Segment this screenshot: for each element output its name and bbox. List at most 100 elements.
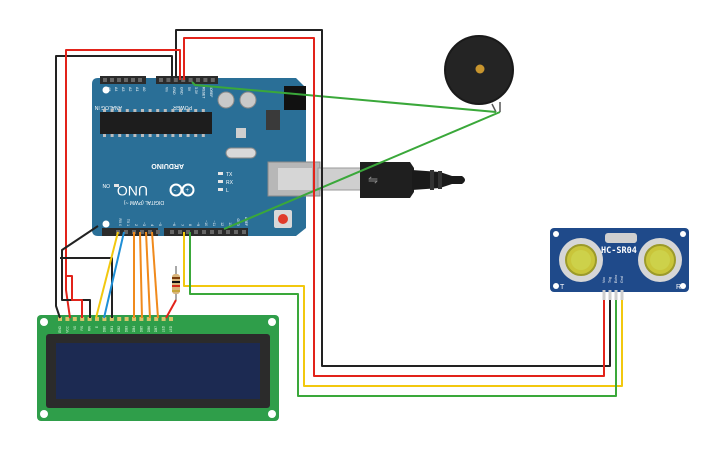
lcd-pin[interactable] <box>109 317 114 321</box>
digital-pin[interactable] <box>218 230 222 234</box>
power-pin-label: 3.3V <box>194 87 198 95</box>
digital-pin[interactable] <box>178 230 182 234</box>
piezo-buzzer[interactable] <box>444 35 514 113</box>
digital-pin-label: RX 0 <box>118 218 122 226</box>
lcd-pin-label: LED <box>162 325 166 332</box>
on-led-label: ON <box>102 182 110 188</box>
lcd-pin[interactable] <box>117 317 122 321</box>
wire-gnd-sensor <box>175 29 611 367</box>
lcd-pin-label: DB2 <box>117 326 121 332</box>
on-led <box>114 184 119 187</box>
wire-gnd-lcd <box>55 55 173 319</box>
lcd-pin[interactable] <box>65 317 70 321</box>
lcd-pin[interactable] <box>132 317 136 321</box>
lcd-pin[interactable] <box>146 317 151 321</box>
l-led <box>218 172 223 175</box>
digital-pin-label: ~5 <box>158 222 162 226</box>
digital-pin[interactable] <box>194 230 198 234</box>
lcd-pin-label: DB6 <box>147 326 151 332</box>
analog-pin-label: A3 <box>121 87 125 91</box>
analog-pin-label: A1 <box>135 87 139 91</box>
digital-pin[interactable] <box>186 230 190 234</box>
receiver-transducer <box>638 238 682 282</box>
lcd-pin[interactable] <box>72 317 77 321</box>
wire-lcd-e <box>103 231 125 319</box>
digital-pin[interactable] <box>156 230 160 234</box>
lcd-pin-label: DB0 <box>102 326 106 332</box>
digital-header-label: DIGITAL (PWM ~) <box>124 199 164 205</box>
digital-pin[interactable] <box>210 230 214 234</box>
lcd-pin-label: DB3 <box>125 326 129 332</box>
wire-buzzer-gnd <box>191 81 497 113</box>
lcd-mount-hole <box>40 318 48 326</box>
arduino-pcb <box>92 78 306 236</box>
lcd-pin[interactable] <box>58 317 62 321</box>
tx-led-label: TX <box>226 172 233 178</box>
lcd-pin-label: GND <box>58 325 62 333</box>
digital-pin[interactable] <box>140 230 144 234</box>
digital-pin-label: TX 1 <box>126 219 130 226</box>
sensor-pin[interactable] <box>608 290 612 300</box>
digital-pin[interactable] <box>226 230 230 234</box>
sensor-pin[interactable] <box>614 290 618 300</box>
digital-pin[interactable] <box>170 230 174 234</box>
arduino-mount-hole <box>102 86 110 94</box>
lcd-screen <box>56 343 260 399</box>
voltage-regulator <box>266 110 280 130</box>
lcd-pin[interactable] <box>169 317 173 321</box>
digital-pin[interactable] <box>124 230 128 234</box>
digital-pin-label: 8 <box>188 224 192 226</box>
lcd-mount-hole <box>40 410 48 418</box>
digital-header-low <box>102 228 158 236</box>
digital-pin[interactable] <box>202 230 206 234</box>
buzzer-lead <box>491 103 497 113</box>
digital-pin[interactable] <box>242 230 246 234</box>
digital-pin[interactable] <box>234 230 238 234</box>
digital-pin-label: 4 <box>150 224 154 226</box>
arduino-infinity-logo: - + <box>169 183 195 197</box>
lcd-pin-label: LED <box>169 325 173 332</box>
lcd-pin[interactable] <box>161 317 166 321</box>
buzzer-center-dot <box>475 64 485 74</box>
capacitor <box>239 91 257 109</box>
lcd-pin[interactable] <box>95 317 99 321</box>
analog-pin-label: A0 <box>142 87 146 91</box>
svg-text:+: + <box>186 188 190 194</box>
wire-backlight-resistor <box>165 299 177 319</box>
lcd-pin[interactable] <box>80 317 85 321</box>
digital-pin[interactable] <box>148 230 152 234</box>
lcd-pin[interactable] <box>124 317 129 321</box>
l-led-label: L <box>226 188 229 194</box>
digital-pin-label: ~10 <box>204 220 208 226</box>
lcd-pin[interactable] <box>87 317 92 321</box>
wire-lcd-d7 <box>151 231 159 319</box>
wire-buzzer-signal <box>223 111 501 230</box>
lcd-pin-label: DB7 <box>154 326 158 332</box>
digital-pin-label: 12 <box>220 222 224 226</box>
lcd-pin[interactable] <box>154 317 159 321</box>
wire-5v-sensor <box>183 37 605 377</box>
analog-header-label: ANALOG IN <box>94 104 122 110</box>
lcd-pin[interactable] <box>139 317 144 321</box>
lcd-pin[interactable] <box>102 317 107 321</box>
power-header-label: POWER <box>173 104 192 110</box>
lcd-pin-label: DB5 <box>139 326 143 332</box>
digital-pin-label: 13 <box>228 222 232 226</box>
tx-led <box>218 180 223 183</box>
lcd-pin-label: VCC <box>65 325 69 332</box>
sensor-pin[interactable] <box>620 290 624 300</box>
analog-pin-label: A2 <box>128 87 132 91</box>
sensor-pin-label: Vcc <box>602 277 606 283</box>
wire-lcd-d5 <box>139 231 143 319</box>
power-pin-label: GND <box>172 87 176 95</box>
atmega-chip <box>100 112 212 134</box>
dc-power-jack <box>284 86 306 110</box>
usb-symbol-icon: ⇋ <box>368 173 378 187</box>
sensor-pin[interactable] <box>602 290 606 300</box>
digital-pin-label: ~9 <box>196 222 200 226</box>
